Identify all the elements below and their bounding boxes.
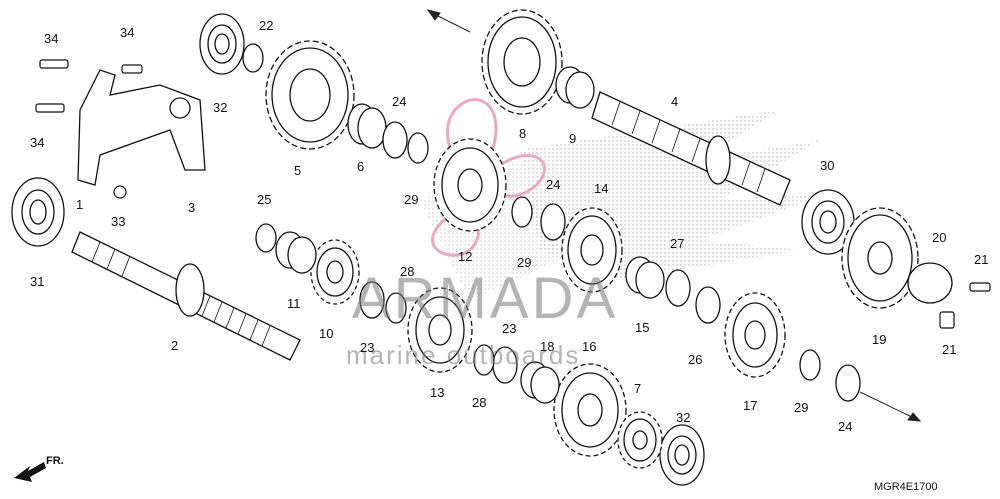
bearing-32-top[interactable] <box>199 13 245 75</box>
callout-30: 30 <box>820 158 834 173</box>
callout-9: 9 <box>569 131 576 146</box>
callout-34: 34 <box>120 25 134 40</box>
callout-8: 8 <box>519 126 526 141</box>
gear-8[interactable] <box>481 9 563 115</box>
plate-20 <box>907 262 953 304</box>
gear-7[interactable] <box>617 411 663 469</box>
gear-12[interactable] <box>433 138 507 232</box>
callout-23: 23 <box>360 340 374 355</box>
callout-21: 21 <box>942 342 956 357</box>
bolt-21-b <box>939 311 955 329</box>
gear-5[interactable] <box>265 40 355 150</box>
circlip-29-b <box>511 196 533 228</box>
gear-13[interactable] <box>407 287 473 373</box>
callout-4: 4 <box>671 94 678 109</box>
needle-bearing-11[interactable] <box>275 231 317 274</box>
bearing-32-bottom[interactable] <box>659 424 705 486</box>
washer-25 <box>255 223 277 253</box>
circlip-28-a <box>385 292 407 324</box>
callout-31: 31 <box>30 274 44 289</box>
callout-29: 29 <box>517 255 531 270</box>
callout-28: 28 <box>472 395 486 410</box>
callout-24: 24 <box>838 419 852 434</box>
callout-21: 21 <box>974 252 988 267</box>
callout-26: 26 <box>688 352 702 367</box>
callout-5: 5 <box>294 163 301 178</box>
callout-29: 29 <box>794 400 808 415</box>
circlip-28-b <box>473 344 495 376</box>
gear-14[interactable] <box>561 207 623 293</box>
washer-27 <box>665 269 691 307</box>
callout-11: 11 <box>287 296 301 311</box>
callout-18: 18 <box>540 339 554 354</box>
callout-20: 20 <box>932 230 946 245</box>
callout-12: 12 <box>458 249 472 264</box>
axis-lines <box>426 9 922 422</box>
callout-33: 33 <box>111 214 125 229</box>
countershaft-4[interactable] <box>591 91 791 206</box>
callout-34: 34 <box>30 135 44 150</box>
callout-2: 2 <box>171 338 178 353</box>
bolt-34-c <box>35 103 65 113</box>
callout-7: 7 <box>634 381 641 396</box>
callout-34: 34 <box>44 31 58 46</box>
needle-bearing-18[interactable] <box>520 361 560 404</box>
callout-3: 3 <box>188 200 195 215</box>
callout-15: 15 <box>635 320 649 335</box>
bushing-6[interactable] <box>347 103 387 149</box>
washer-24-a <box>382 121 408 159</box>
callout-6: 6 <box>357 159 364 174</box>
front-direction-arrow: FR. <box>14 455 64 482</box>
bushing-9[interactable] <box>555 66 595 109</box>
callout-28: 28 <box>400 264 414 279</box>
callout-labels: 34 34 34 22 32 5 24 6 29 8 9 4 1 3 33 31… <box>30 18 988 434</box>
callout-10: 10 <box>319 326 333 341</box>
sprocket-19[interactable] <box>841 207 919 309</box>
bearing-31[interactable] <box>11 177 65 247</box>
callout-25: 25 <box>257 192 271 207</box>
callout-32: 32 <box>676 410 690 425</box>
callout-23: 23 <box>502 321 516 336</box>
bolts[interactable] <box>35 59 991 329</box>
gear-16[interactable] <box>553 363 627 457</box>
callout-24: 24 <box>392 94 406 109</box>
washer-24-b <box>540 203 566 241</box>
gear-10[interactable] <box>310 239 360 305</box>
callout-24: 24 <box>546 177 560 192</box>
washers-and-circlips[interactable] <box>242 43 953 402</box>
gear-17[interactable] <box>724 292 786 378</box>
watermark-tagline: marine outboards <box>346 340 580 370</box>
diagram-code: MGR4E1700 <box>874 481 938 493</box>
callout-16: 16 <box>582 339 596 354</box>
mainshaft-2[interactable] <box>71 231 301 361</box>
washer-23-a <box>359 281 385 319</box>
callout-27: 27 <box>670 236 684 251</box>
callout-19: 19 <box>872 332 886 347</box>
washer-24-c <box>835 364 861 402</box>
bracket-1-3[interactable] <box>77 69 206 186</box>
callout-1: 1 <box>76 197 83 212</box>
watermark-brand: ARMADA <box>352 266 618 331</box>
bolt-34-b <box>121 64 143 74</box>
washer-33 <box>113 185 127 199</box>
callout-29: 29 <box>404 192 418 207</box>
callout-32: 32 <box>213 100 227 115</box>
callout-13: 13 <box>430 385 444 400</box>
callout-14: 14 <box>594 181 608 196</box>
callout-17: 17 <box>743 398 757 413</box>
bolt-34-a <box>39 59 69 69</box>
svg-text:FR.: FR. <box>46 455 64 467</box>
circlip-29-a <box>407 132 429 164</box>
circlip-29-c <box>799 349 821 381</box>
washer-22 <box>242 43 264 73</box>
washer-26 <box>695 286 721 324</box>
bolt-21-a <box>969 282 991 292</box>
bearing-30[interactable] <box>801 189 855 255</box>
needle-bearing-15[interactable] <box>625 256 665 299</box>
callout-22: 22 <box>259 18 273 33</box>
